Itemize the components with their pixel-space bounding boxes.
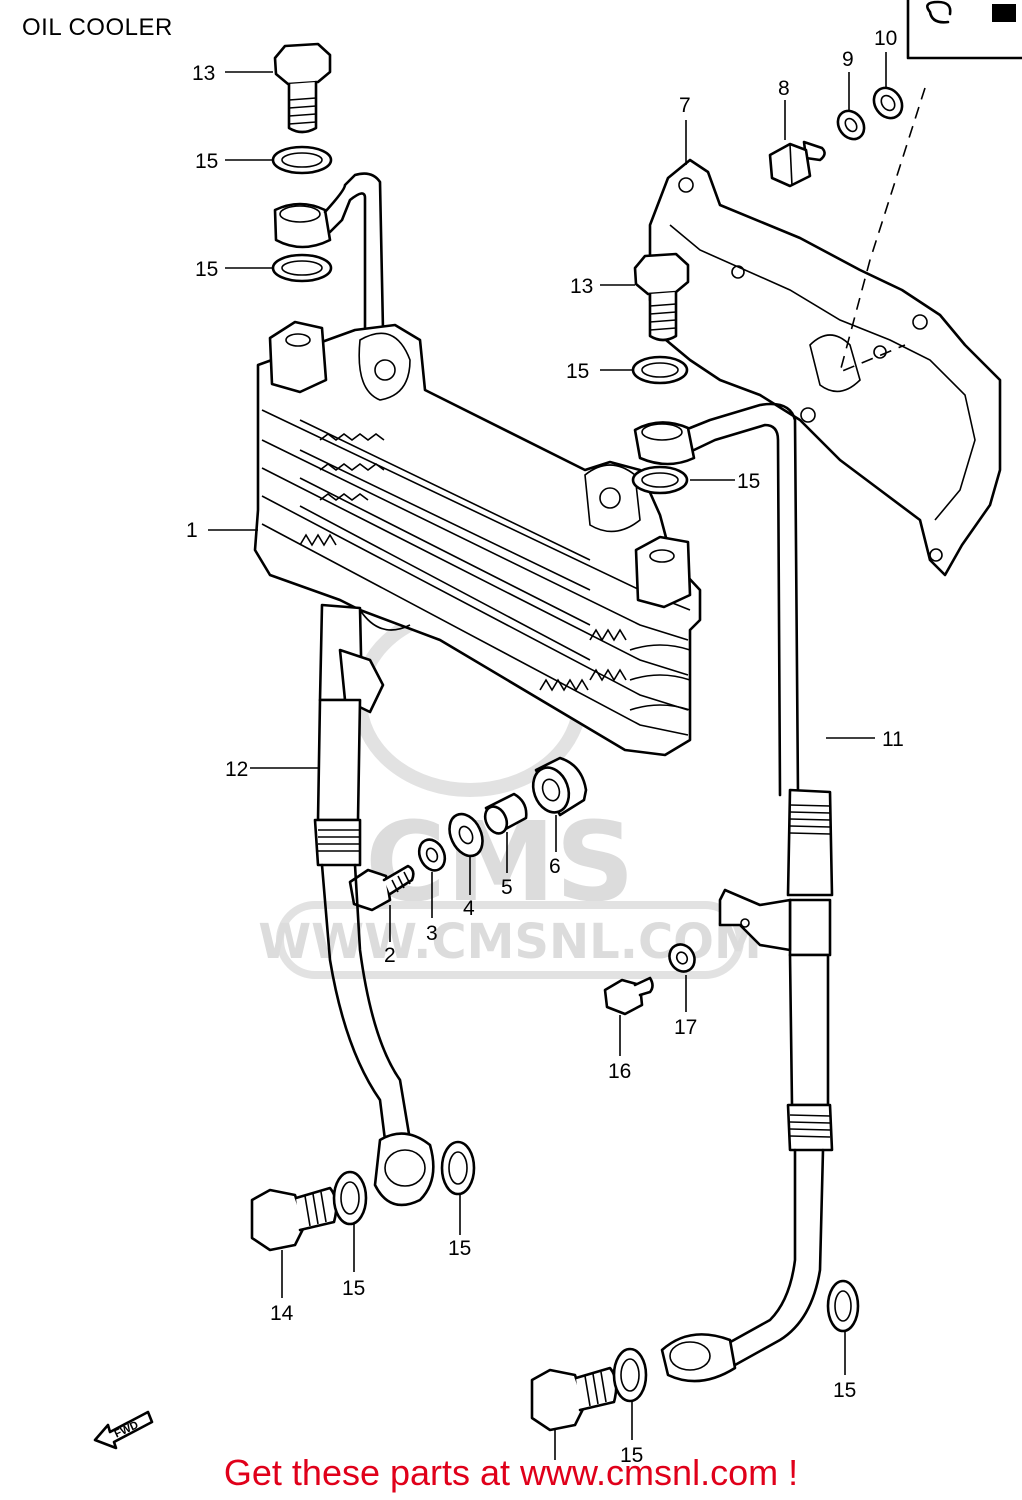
- callout-9: 9: [842, 48, 854, 71]
- callout-14: 14: [270, 1302, 294, 1325]
- fwd-label: FWD: [113, 1419, 141, 1440]
- washer-15-b: [271, 253, 333, 283]
- callout-6: 6: [549, 855, 561, 878]
- callout-15-d: 15: [737, 470, 760, 493]
- callout-16: 16: [608, 1060, 631, 1083]
- grommet-6: [531, 756, 588, 817]
- washer-15-e: [332, 1170, 368, 1226]
- callout-15-g: 15: [620, 1444, 643, 1467]
- callout-17: 17: [674, 1016, 697, 1039]
- washer-15-a: [271, 145, 333, 175]
- bolt-2: [348, 864, 415, 912]
- callout-2: 2: [384, 944, 396, 967]
- collar-5: [483, 792, 528, 835]
- bolt-16: [603, 976, 654, 1016]
- washer-3: [417, 838, 447, 872]
- washer-15-d: [631, 465, 689, 495]
- callout-15-c: 15: [566, 360, 589, 383]
- callouts: 13 15 15 1 12 2 3 4 5 6 7 8 9 10 13 15 1…: [186, 27, 904, 1467]
- union-bolt-14: [250, 1186, 338, 1252]
- callout-15-e: 15: [342, 1277, 365, 1300]
- callout-3: 3: [426, 922, 438, 945]
- washer-15-f: [440, 1140, 476, 1196]
- callout-4: 4: [463, 897, 475, 920]
- washer-17: [668, 943, 696, 973]
- callout-15-f: 15: [448, 1237, 471, 1260]
- callout-15-a: 15: [195, 150, 218, 173]
- reference-box: [906, 0, 1022, 60]
- page-title: OIL COOLER: [22, 14, 173, 41]
- pipe-top-left: [273, 172, 385, 332]
- callout-8: 8: [778, 77, 790, 100]
- oil-pipe-11: [633, 402, 834, 1383]
- union-bolt-14b: [530, 1366, 618, 1432]
- washer-15-h: [826, 1279, 860, 1333]
- leader-lines: [208, 52, 887, 1460]
- union-bolt-13-left: [273, 42, 332, 134]
- callout-10: 10: [874, 27, 897, 50]
- callout-1: 1: [186, 519, 198, 542]
- callout-15-b: 15: [195, 258, 218, 281]
- callout-15-h: 15: [833, 1379, 856, 1402]
- washer-4: [448, 812, 484, 858]
- callout-12: 12: [225, 758, 248, 781]
- washer-15-g: [612, 1347, 648, 1403]
- washer-15-c: [631, 355, 689, 385]
- washer-10: [872, 86, 904, 120]
- mounting-bracket: [648, 158, 1002, 577]
- oil-cooler: [253, 320, 702, 757]
- forward-arrow-icon: FWD: [93, 1410, 154, 1450]
- union-bolt-13-right: [633, 252, 690, 342]
- washer-9: [836, 109, 866, 141]
- callout-13-b: 13: [570, 275, 593, 298]
- cta-link[interactable]: Get these parts at www.cmsnl.com !: [223, 1452, 799, 1493]
- callout-5: 5: [501, 876, 513, 899]
- callout-11: 11: [882, 728, 904, 751]
- callout-13-a: 13: [192, 62, 215, 85]
- bolt-8: [768, 140, 826, 188]
- callout-7: 7: [679, 94, 691, 117]
- oil-pipe-12: [313, 603, 435, 1207]
